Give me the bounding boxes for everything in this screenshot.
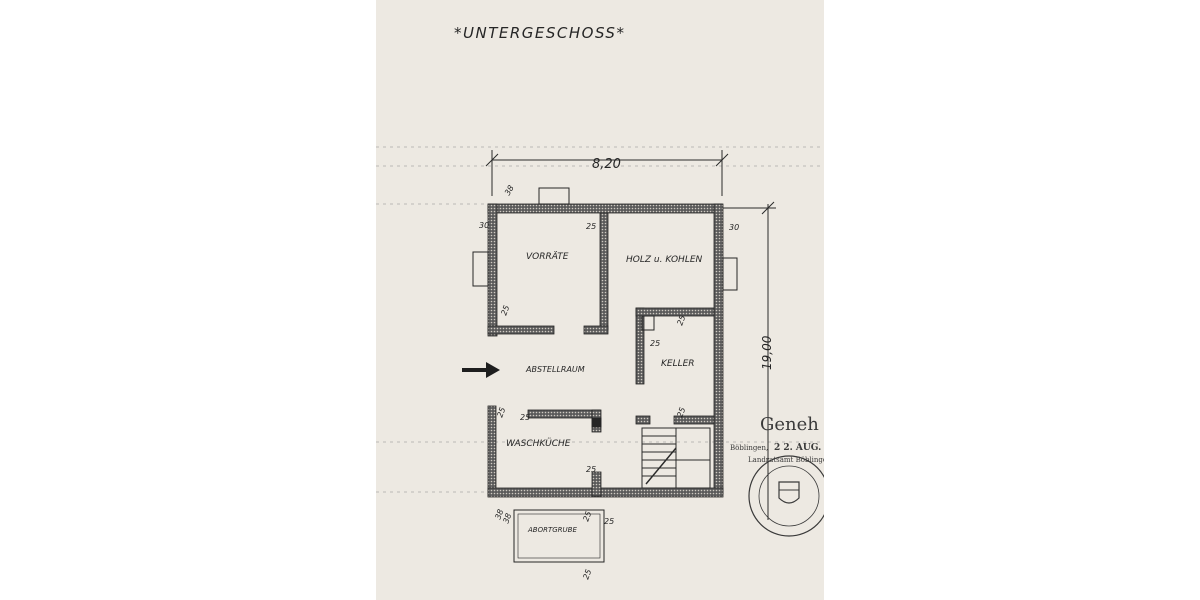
walls (472, 187, 738, 498)
wall-label: 25 (675, 314, 687, 327)
wall-label: 30 (729, 223, 739, 232)
wall-label: 30 (479, 221, 489, 230)
abortgrube-outline (513, 509, 605, 563)
room-label-keller: KELLER (661, 359, 695, 369)
wall-thickness-labels: 38 30 25 30 25 25 25 25 25 38 25 38 25 2… (479, 184, 739, 581)
dimension-width (485, 150, 729, 196)
wall-label: 25 (586, 465, 596, 474)
plan-title: *UNTERGESCHOSS* (454, 24, 625, 42)
wall-label: 25 (495, 406, 507, 419)
floor-plan-drawing: *UNTERGESCHOSS* 8,20 19,00 (376, 24, 824, 581)
room-label-abortgrube: ABORTGRUBE (527, 526, 577, 534)
room-label-waschkueche: WASCHKÜCHE (506, 438, 571, 449)
round-seal (748, 455, 824, 537)
room-label-abstellraum: ABSTELLRAUM (525, 365, 585, 374)
wall-label: 25 (604, 517, 614, 526)
wall-label: 25 (675, 406, 687, 419)
entrance-arrow-icon (462, 362, 500, 378)
round-seal-text: Landratsamt Böblingen (748, 456, 824, 464)
dimension-height (722, 201, 776, 520)
wall-label: 38 (503, 184, 516, 197)
stamp-date: 2 2. AUG. (774, 443, 821, 453)
room-label-vorraete: VORRÄTE (526, 251, 569, 262)
dimension-height-label: 19,00 (760, 335, 774, 370)
wall-label: 25 (499, 304, 511, 317)
wall-label: 38 (493, 508, 505, 521)
wall-label: 25 (520, 413, 530, 422)
wall-label: 38 (501, 512, 513, 525)
stamp-location: Böblingen, (730, 444, 768, 452)
floor-plan-sheet: *UNTERGESCHOSS* 8,20 19,00 (376, 0, 824, 600)
staircase (641, 427, 711, 489)
room-label-holz-kohlen: HOLZ u. KOHLEN (626, 255, 703, 265)
wall-label: 25 (581, 510, 593, 523)
dimension-width-label: 8,20 (592, 157, 621, 172)
wall-label: 25 (581, 568, 593, 581)
stamp-heading: Geneh (760, 414, 819, 435)
wall-label: 25 (650, 339, 660, 348)
wall-label: 25 (586, 222, 596, 231)
construction-lines (376, 146, 824, 493)
